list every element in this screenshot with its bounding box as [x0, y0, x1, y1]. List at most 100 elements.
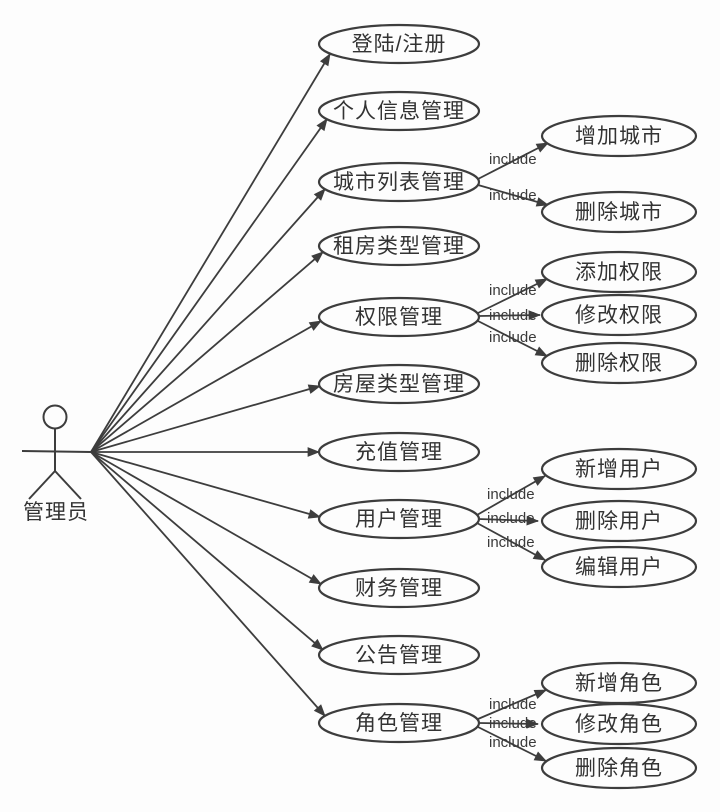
include-arrow — [478, 310, 542, 321]
use-case-label: 登陆/注册 — [352, 33, 447, 56]
include-label: include — [489, 282, 537, 299]
include-arrow — [477, 320, 548, 357]
use-case-label: 角色管理 — [355, 712, 443, 735]
use-case-label: 删除城市 — [575, 201, 663, 224]
use-case-label: 修改权限 — [575, 304, 663, 327]
use-case-ellipse — [317, 23, 481, 65]
include-connector-modify-permission: include — [478, 307, 542, 324]
actor-label: 管理员 — [23, 501, 89, 524]
use-case-label: 充值管理 — [355, 441, 443, 464]
use-case-label: 删除角色 — [575, 757, 663, 780]
include-connector-add-permission: include — [477, 278, 548, 314]
association-arrow-house-type — [90, 384, 322, 453]
include-connector-delete-role: include — [477, 726, 547, 762]
include-arrow — [477, 184, 550, 207]
use-case-add-city: 增加城市 — [540, 114, 698, 158]
use-case-modify-role: 修改角色 — [540, 702, 698, 746]
actor-admin: 管理员 — [21, 404, 92, 524]
use-case-label: 修改角色 — [575, 713, 663, 736]
use-case-ellipse — [540, 702, 698, 746]
use-case-add-role: 新增角色 — [540, 661, 698, 705]
use-case-recharge-management: 充值管理 — [317, 431, 481, 473]
association-arrow-login-register — [90, 53, 331, 453]
use-case-ellipse — [317, 567, 481, 609]
association-arrow-profile — [90, 118, 328, 453]
include-arrow — [477, 142, 549, 180]
include-arrow — [478, 718, 540, 729]
use-case-label: 新增用户 — [575, 458, 663, 481]
association-arrow-role — [90, 451, 326, 717]
include-label: include — [489, 187, 537, 204]
actor-leg-right — [54, 470, 82, 500]
use-case-ellipse — [540, 499, 698, 543]
actor-leg-left — [28, 470, 56, 500]
include-connector-delete-city: include — [477, 184, 550, 207]
include-arrow — [477, 689, 547, 720]
include-connector-edit-user: include — [476, 522, 546, 561]
use-case-label: 新增角色 — [575, 672, 663, 695]
use-case-login-register: 登陆/注册 — [317, 23, 481, 65]
use-case-delete-user: 删除用户 — [540, 499, 698, 543]
include-connector-delete-user: include — [477, 510, 540, 527]
use-case-delete-role: 删除角色 — [540, 746, 698, 790]
include-connector-add-city: include — [477, 142, 549, 180]
use-case-label: 房屋类型管理 — [333, 373, 465, 396]
use-case-label: 公告管理 — [355, 644, 443, 667]
use-case-modify-permission: 修改权限 — [540, 293, 698, 337]
include-label: include — [487, 534, 535, 551]
include-label: include — [487, 510, 535, 527]
use-case-ellipse — [540, 293, 698, 337]
include-connector-add-user: include — [476, 475, 546, 516]
use-case-edit-user: 编辑用户 — [540, 545, 698, 589]
use-case-profile-management: 个人信息管理 — [317, 90, 481, 132]
use-case-ellipse — [540, 447, 698, 491]
use-case-label: 删除权限 — [575, 352, 663, 375]
use-case-ellipse — [540, 250, 698, 294]
use-case-ellipse — [540, 746, 698, 790]
include-label: include — [489, 151, 537, 168]
use-case-user-management: 用户管理 — [317, 498, 481, 540]
include-label: include — [487, 486, 535, 503]
use-case-label: 增加城市 — [575, 125, 663, 148]
association-arrow-finance — [90, 451, 322, 585]
association-arrow-notice — [90, 451, 324, 651]
include-arrow — [476, 475, 546, 516]
use-case-ellipse — [540, 341, 698, 385]
use-case-add-user: 新增用户 — [540, 447, 698, 491]
include-arrow — [477, 515, 540, 526]
use-case-city-list-management: 城市列表管理 — [317, 161, 481, 203]
use-case-ellipse — [317, 296, 481, 338]
use-case-label: 权限管理 — [355, 306, 443, 329]
include-connector-add-role: include — [477, 689, 547, 720]
use-case-label: 用户管理 — [355, 508, 443, 531]
use-case-label: 添加权限 — [575, 261, 663, 284]
use-case-label: 财务管理 — [355, 577, 443, 600]
use-case-delete-permission: 删除权限 — [540, 341, 698, 385]
use-case-rental-type-management: 租房类型管理 — [317, 225, 481, 267]
use-case-ellipse — [540, 545, 698, 589]
include-label: include — [489, 715, 537, 732]
use-case-ellipse — [317, 225, 481, 267]
use-case-role-management: 角色管理 — [317, 702, 481, 744]
use-case-finance-management: 财务管理 — [317, 567, 481, 609]
include-arrow — [477, 278, 548, 314]
association-arrow-permission — [90, 320, 322, 453]
use-case-label: 租房类型管理 — [333, 235, 465, 258]
use-case-label: 个人信息管理 — [333, 100, 465, 123]
include-label: include — [489, 696, 537, 713]
use-case-delete-city: 删除城市 — [540, 190, 698, 234]
use-case-add-permission: 添加权限 — [540, 250, 698, 294]
use-case-ellipse — [317, 431, 481, 473]
include-connector-delete-permission: include — [477, 320, 548, 357]
actor-head — [42, 404, 68, 430]
actor-associations — [90, 53, 331, 717]
use-case-label: 编辑用户 — [575, 556, 663, 579]
use-case-ellipse — [317, 634, 481, 676]
include-label: include — [489, 329, 537, 346]
use-case-label: 城市列表管理 — [333, 171, 465, 194]
include-arrow — [477, 726, 547, 762]
use-case-ellipse — [317, 161, 481, 203]
use-case-ellipse — [317, 90, 481, 132]
